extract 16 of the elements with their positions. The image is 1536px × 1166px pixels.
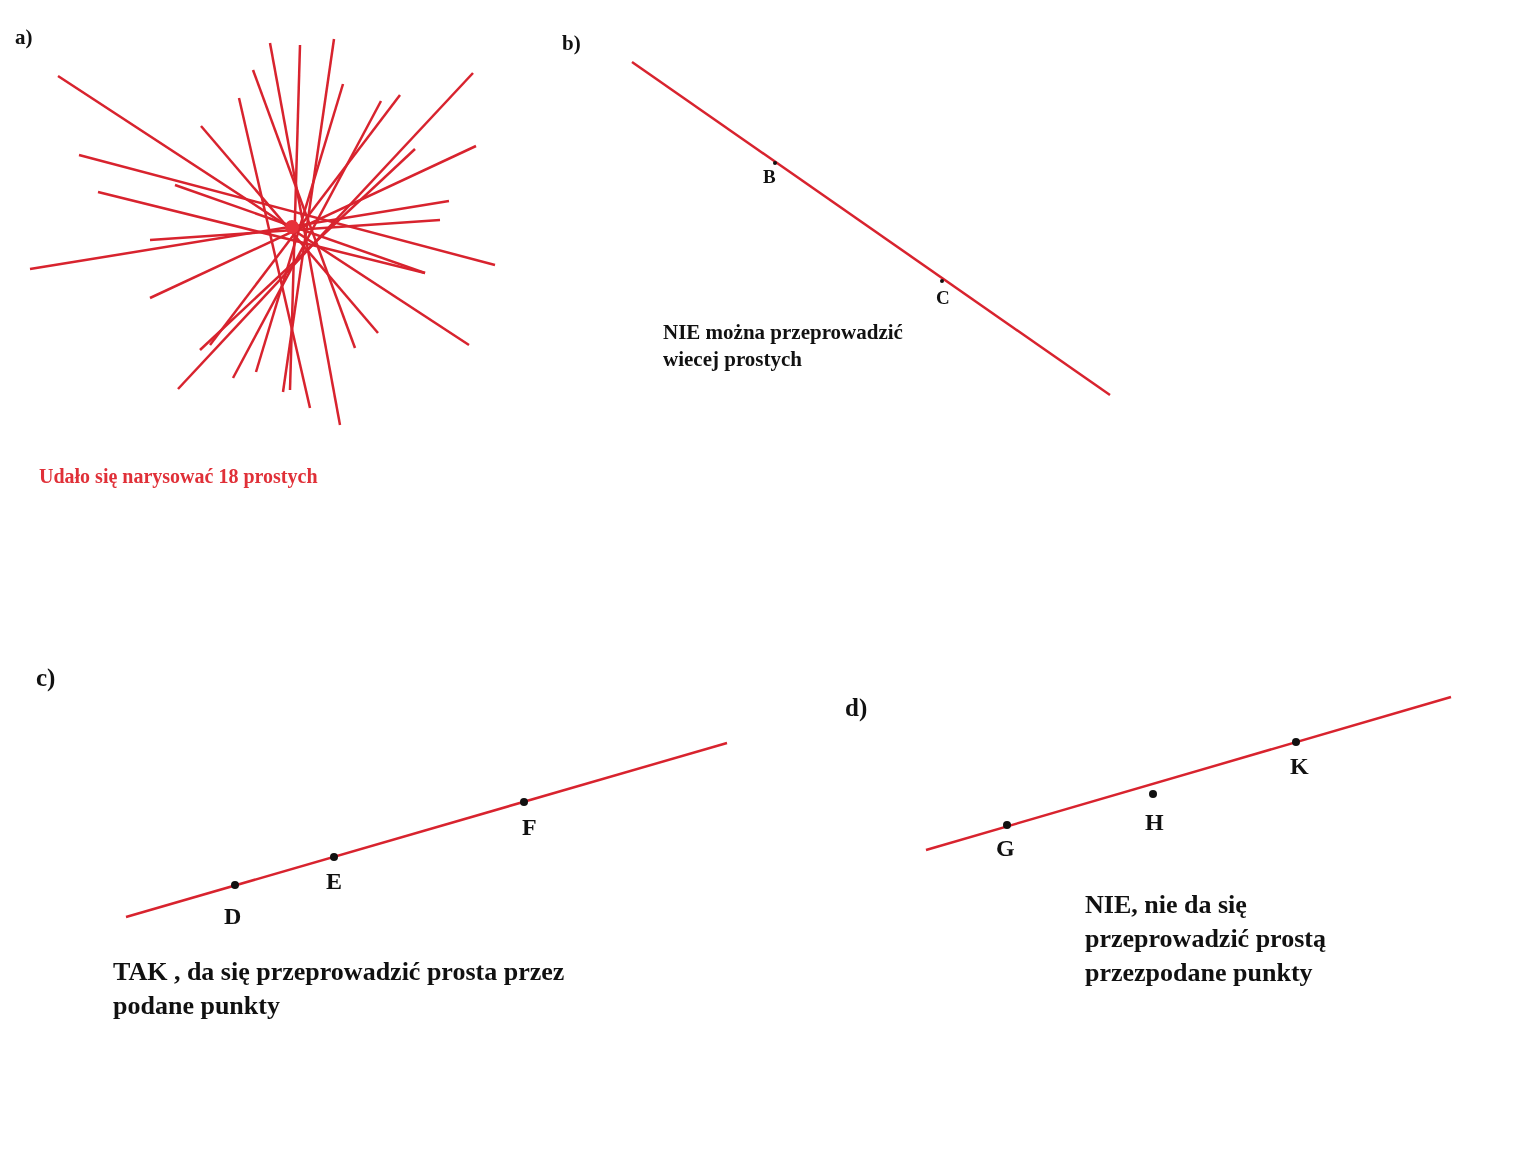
point-label: D [224,902,242,931]
result-note: Udało się narysować 18 prostych [39,464,318,489]
point-label: C [936,286,950,310]
part-label: b) [562,30,581,57]
point-label: H [1145,808,1164,837]
part-label: a) [15,24,33,51]
point-label: K [1290,752,1309,781]
point-label: G [996,834,1015,863]
part-label: c) [36,663,56,693]
point-label: E [326,867,342,896]
point-label: F [522,813,537,842]
point-label: B [763,165,776,189]
part-label: d) [845,693,868,723]
answer-text: NIE można przeprowadzić wiecej prostych [663,319,904,374]
answer-text: TAK , da się przeprowadzić prosta przez podane punkty [113,956,566,1022]
answer-text: NIE, nie da się przeprowadzić prostą przezpodane punkty [1085,889,1327,989]
